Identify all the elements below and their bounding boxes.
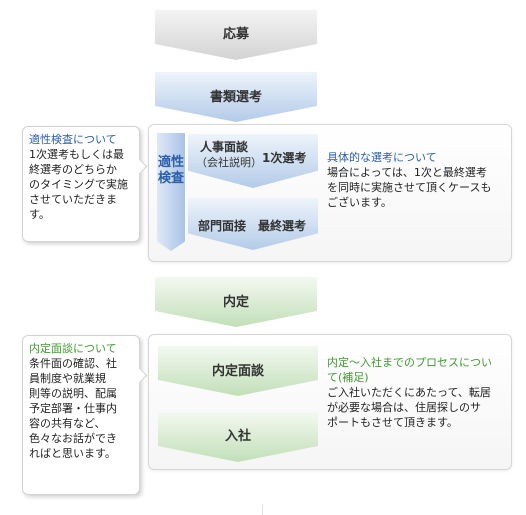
hr-interview-stage: 1次選考: [262, 151, 307, 165]
note-process: 内定～入社までのプロセスについ て(補足) ご入社いただくにあたって、転居 が必…: [327, 355, 507, 430]
note-aptitude-title: 適性検査について: [29, 133, 117, 146]
note-aptitude-line: させていただきま: [29, 193, 117, 206]
note-aptitude-line: 終選考のどちらか: [29, 163, 117, 176]
department-interview-label: 部門面接: [198, 219, 247, 233]
note-aptitude-line: 1次選考もしくは最: [29, 148, 124, 161]
aptitude-test-bar: 適性検査: [157, 133, 185, 251]
note-aptitude-test: 適性検査について 1次選考もしくは最 終選考のどちらか のタイミングで実施 させ…: [22, 126, 148, 242]
step-apply: 応募: [155, 10, 317, 60]
note-process-line: ポートもさせて頂きます。: [327, 416, 458, 429]
note-offer-interview: 内定面談について 条件面の確認、社 員制度や就業規 則等の説明、配属 予定部署・…: [22, 335, 148, 495]
department-interview-stage: 最終選考: [258, 219, 307, 233]
note-aptitude-line: す。: [29, 208, 50, 221]
step-offer-interview-label: 内定面談: [211, 363, 264, 379]
note-offer-interview-line: 色々なお話ができ: [29, 432, 117, 445]
note-offer-interview-line: 容の共有など、: [29, 417, 106, 430]
callout-pointer: [131, 158, 148, 175]
note-process-line: が必要な場合は、住居探しのサ: [327, 401, 481, 414]
step-offer-label: 内定: [222, 294, 249, 310]
hr-interview-sublabel: （会社説明）: [196, 156, 262, 169]
note-offer-interview-line: 則等の説明、配属: [29, 387, 117, 400]
note-offer-interview-line: 予定部署・仕事内: [29, 402, 117, 415]
hr-interview-text: 人事面談 （会社説明）: [196, 140, 262, 170]
note-selection-title: 具体的な選考について: [327, 151, 437, 164]
note-offer-interview-line: 員制度や就業規: [29, 372, 106, 385]
aptitude-test-label: 適性検査: [157, 155, 184, 186]
step-document-screening: 書類選考: [155, 72, 317, 122]
note-selection-line: 場合によっては、1次と最終選考: [327, 166, 487, 179]
note-offer-interview-line: 条件面の確認、社: [29, 357, 117, 370]
hr-interview-label: 人事面談: [200, 140, 249, 154]
note-process-line: ご入社いただくにあたって、転居: [327, 386, 491, 399]
note-offer-interview-title: 内定面談について: [29, 342, 117, 355]
callout-pointer: [131, 367, 148, 384]
note-selection: 具体的な選考について 場合によっては、1次と最終選考 を同時に実施させて頂くケー…: [327, 150, 507, 210]
divider: [262, 505, 263, 515]
note-selection-line: ございます。: [327, 196, 392, 209]
note-aptitude-line: のタイミングで実施: [29, 178, 128, 191]
step-offer: 内定: [155, 277, 317, 327]
step-apply-label: 応募: [222, 26, 249, 42]
note-process-title: 内定～入社までのプロセスについ: [327, 356, 492, 369]
note-selection-line: を同時に実施させて頂くケースも: [327, 181, 492, 194]
step-joining-label: 入社: [224, 428, 251, 444]
step-document-screening-label: 書類選考: [209, 89, 262, 105]
note-offer-interview-line: ればと思います。: [29, 447, 116, 460]
note-process-title: て(補足): [327, 371, 369, 384]
